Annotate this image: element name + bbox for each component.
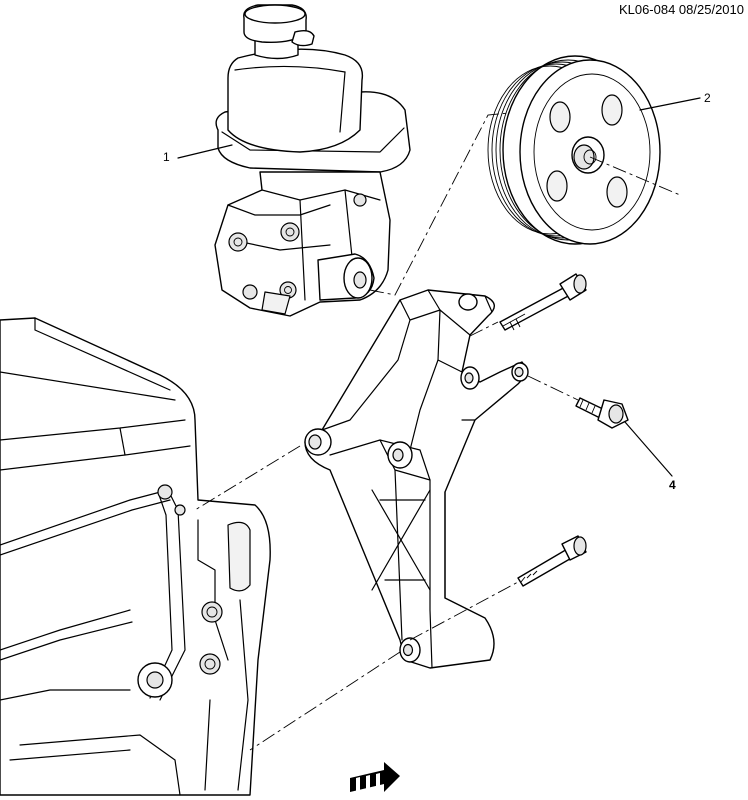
power-steering-pump bbox=[214, 171, 391, 317]
figure-reference-id: KL06-084 08/25/2010 bbox=[618, 2, 744, 17]
callout-2-label: 2 bbox=[704, 91, 711, 105]
power-steering-pump-pulley bbox=[487, 55, 661, 245]
bracket-bolts bbox=[499, 273, 629, 587]
pump-pulley-alignment-line bbox=[369, 111, 521, 296]
engine-block bbox=[0, 317, 271, 796]
callout-1-label: 1 bbox=[163, 150, 170, 164]
power-steering-pump-bracket bbox=[304, 289, 529, 669]
callout-4-label: 4 bbox=[669, 478, 676, 492]
leader-lines bbox=[177, 97, 701, 477]
power-steering-reservoir bbox=[215, 4, 411, 173]
alignment-lines bbox=[194, 321, 579, 751]
front-direction-arrow-icon bbox=[350, 762, 400, 792]
pulley-axis-line bbox=[589, 156, 681, 196]
